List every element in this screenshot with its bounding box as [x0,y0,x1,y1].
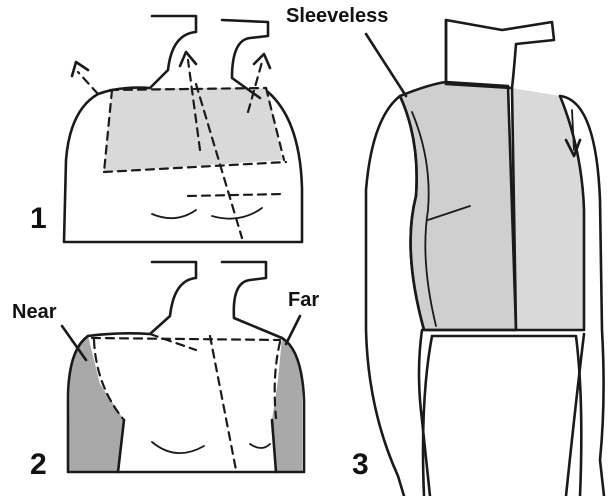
figure-1-arrow-left-line [78,72,98,94]
figure-2-seam-neck-left [150,334,196,350]
figure-1-bust-left [152,210,196,218]
label-sleeveless: Sleeveless [286,6,388,26]
figure-2-collar-outline [222,262,282,338]
label-figure-3: 3 [352,450,369,480]
figure-1-torso [64,16,302,242]
figure-3-skirt [423,336,581,496]
figure-2-seam-center [210,336,236,470]
figure-3-vest-left-panel [400,82,516,330]
figure-1-seam-waist [188,194,284,196]
figure-2-far-leader [286,316,300,344]
figure-3-left-arm [366,96,404,496]
figure-1-bust-right [212,208,262,219]
figure-3-collar-outline [446,20,554,88]
figure-1-neck-outline [98,16,196,94]
figure-2-torso [62,262,304,472]
figure-3-torso [366,20,604,496]
label-near: Near [12,302,56,322]
label-figure-1: 1 [30,204,47,234]
figure-1-collar-outline [222,20,268,98]
label-figure-2: 2 [30,450,47,480]
figure-2-neck-outline [88,262,196,336]
figure-2-bust-left [152,442,204,453]
label-far: Far [288,290,319,310]
figure-3-sleeveless-leader [366,34,406,96]
figure-2-seam-top [92,338,280,340]
figure-2-bust-right [250,444,270,448]
